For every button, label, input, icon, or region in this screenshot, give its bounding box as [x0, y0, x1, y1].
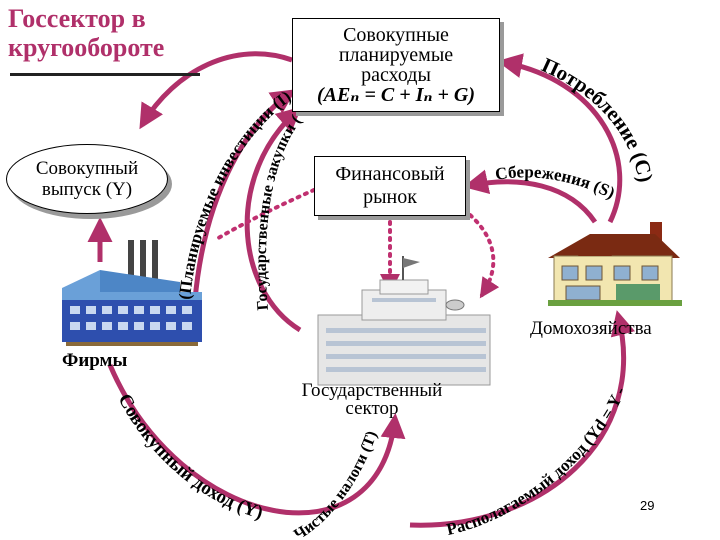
aggregate-expenditure-formula: (AEₙ = C + Iₙ + G) — [316, 84, 476, 106]
title-underline — [10, 73, 200, 76]
government-sector-line2: сектор — [345, 398, 399, 419]
factory-icon — [62, 240, 202, 346]
arrow-invest-to-expenditure — [192, 89, 297, 301]
government-sector-line1: Государственный — [301, 380, 443, 401]
arrow-government-to-expenditure — [244, 106, 302, 333]
dotted-financial-to-investment — [213, 188, 316, 242]
aggregate-output-line1: Совокупный — [35, 158, 139, 179]
svg-text:(Планируемые инвестиции (I): (Планируемые инвестиции (I) — [175, 87, 294, 300]
slide-title: Госсектор в кругообороте — [8, 4, 208, 62]
arrow-households-to-expenditure — [497, 53, 623, 224]
arrow-planned-expenditure-to-output — [139, 51, 293, 130]
house-icon — [548, 222, 682, 306]
dotted-financial-to-households — [462, 208, 500, 299]
aggregate-output-line2: выпуск (Y) — [41, 179, 133, 200]
government-building-icon — [317, 256, 491, 386]
government-sector-label: Государственный сектор — [272, 380, 472, 419]
label-aggregate-income: Совокупный доход (Y) — [114, 390, 266, 523]
label-planned-investment: (Планируемые инвестиции (I) — [175, 87, 294, 300]
financial-market-box: Финансовый рынок — [314, 156, 466, 216]
aggregate-expenditure-line3: расходы — [361, 64, 431, 86]
aggregate-expenditure-line2: планируемые — [338, 44, 454, 66]
financial-market-line2: рынок — [363, 186, 417, 208]
svg-text:Совокупный доход (Y): Совокупный доход (Y) — [114, 390, 266, 523]
page-number: 29 — [640, 498, 655, 513]
slide-title-line2: кругообороте — [8, 33, 165, 62]
aggregate-expenditure-box: Совокупные планируемые расходы (AEₙ = C … — [292, 18, 500, 112]
arrow-government-to-households — [409, 310, 636, 528]
aggregate-output-ellipse: Совокупный выпуск (Y) — [6, 144, 168, 214]
aggregate-expenditure-line1: Совокупные — [343, 24, 449, 46]
firms-label: Фирмы — [62, 350, 128, 371]
arrow-firms-to-government — [107, 364, 406, 516]
financial-market-line1: Финансовый — [335, 163, 445, 185]
households-label: Домохозяйства — [530, 318, 652, 339]
slide-title-line1: Госсектор в — [8, 4, 146, 33]
arrow-households-to-financial-market — [463, 169, 598, 224]
